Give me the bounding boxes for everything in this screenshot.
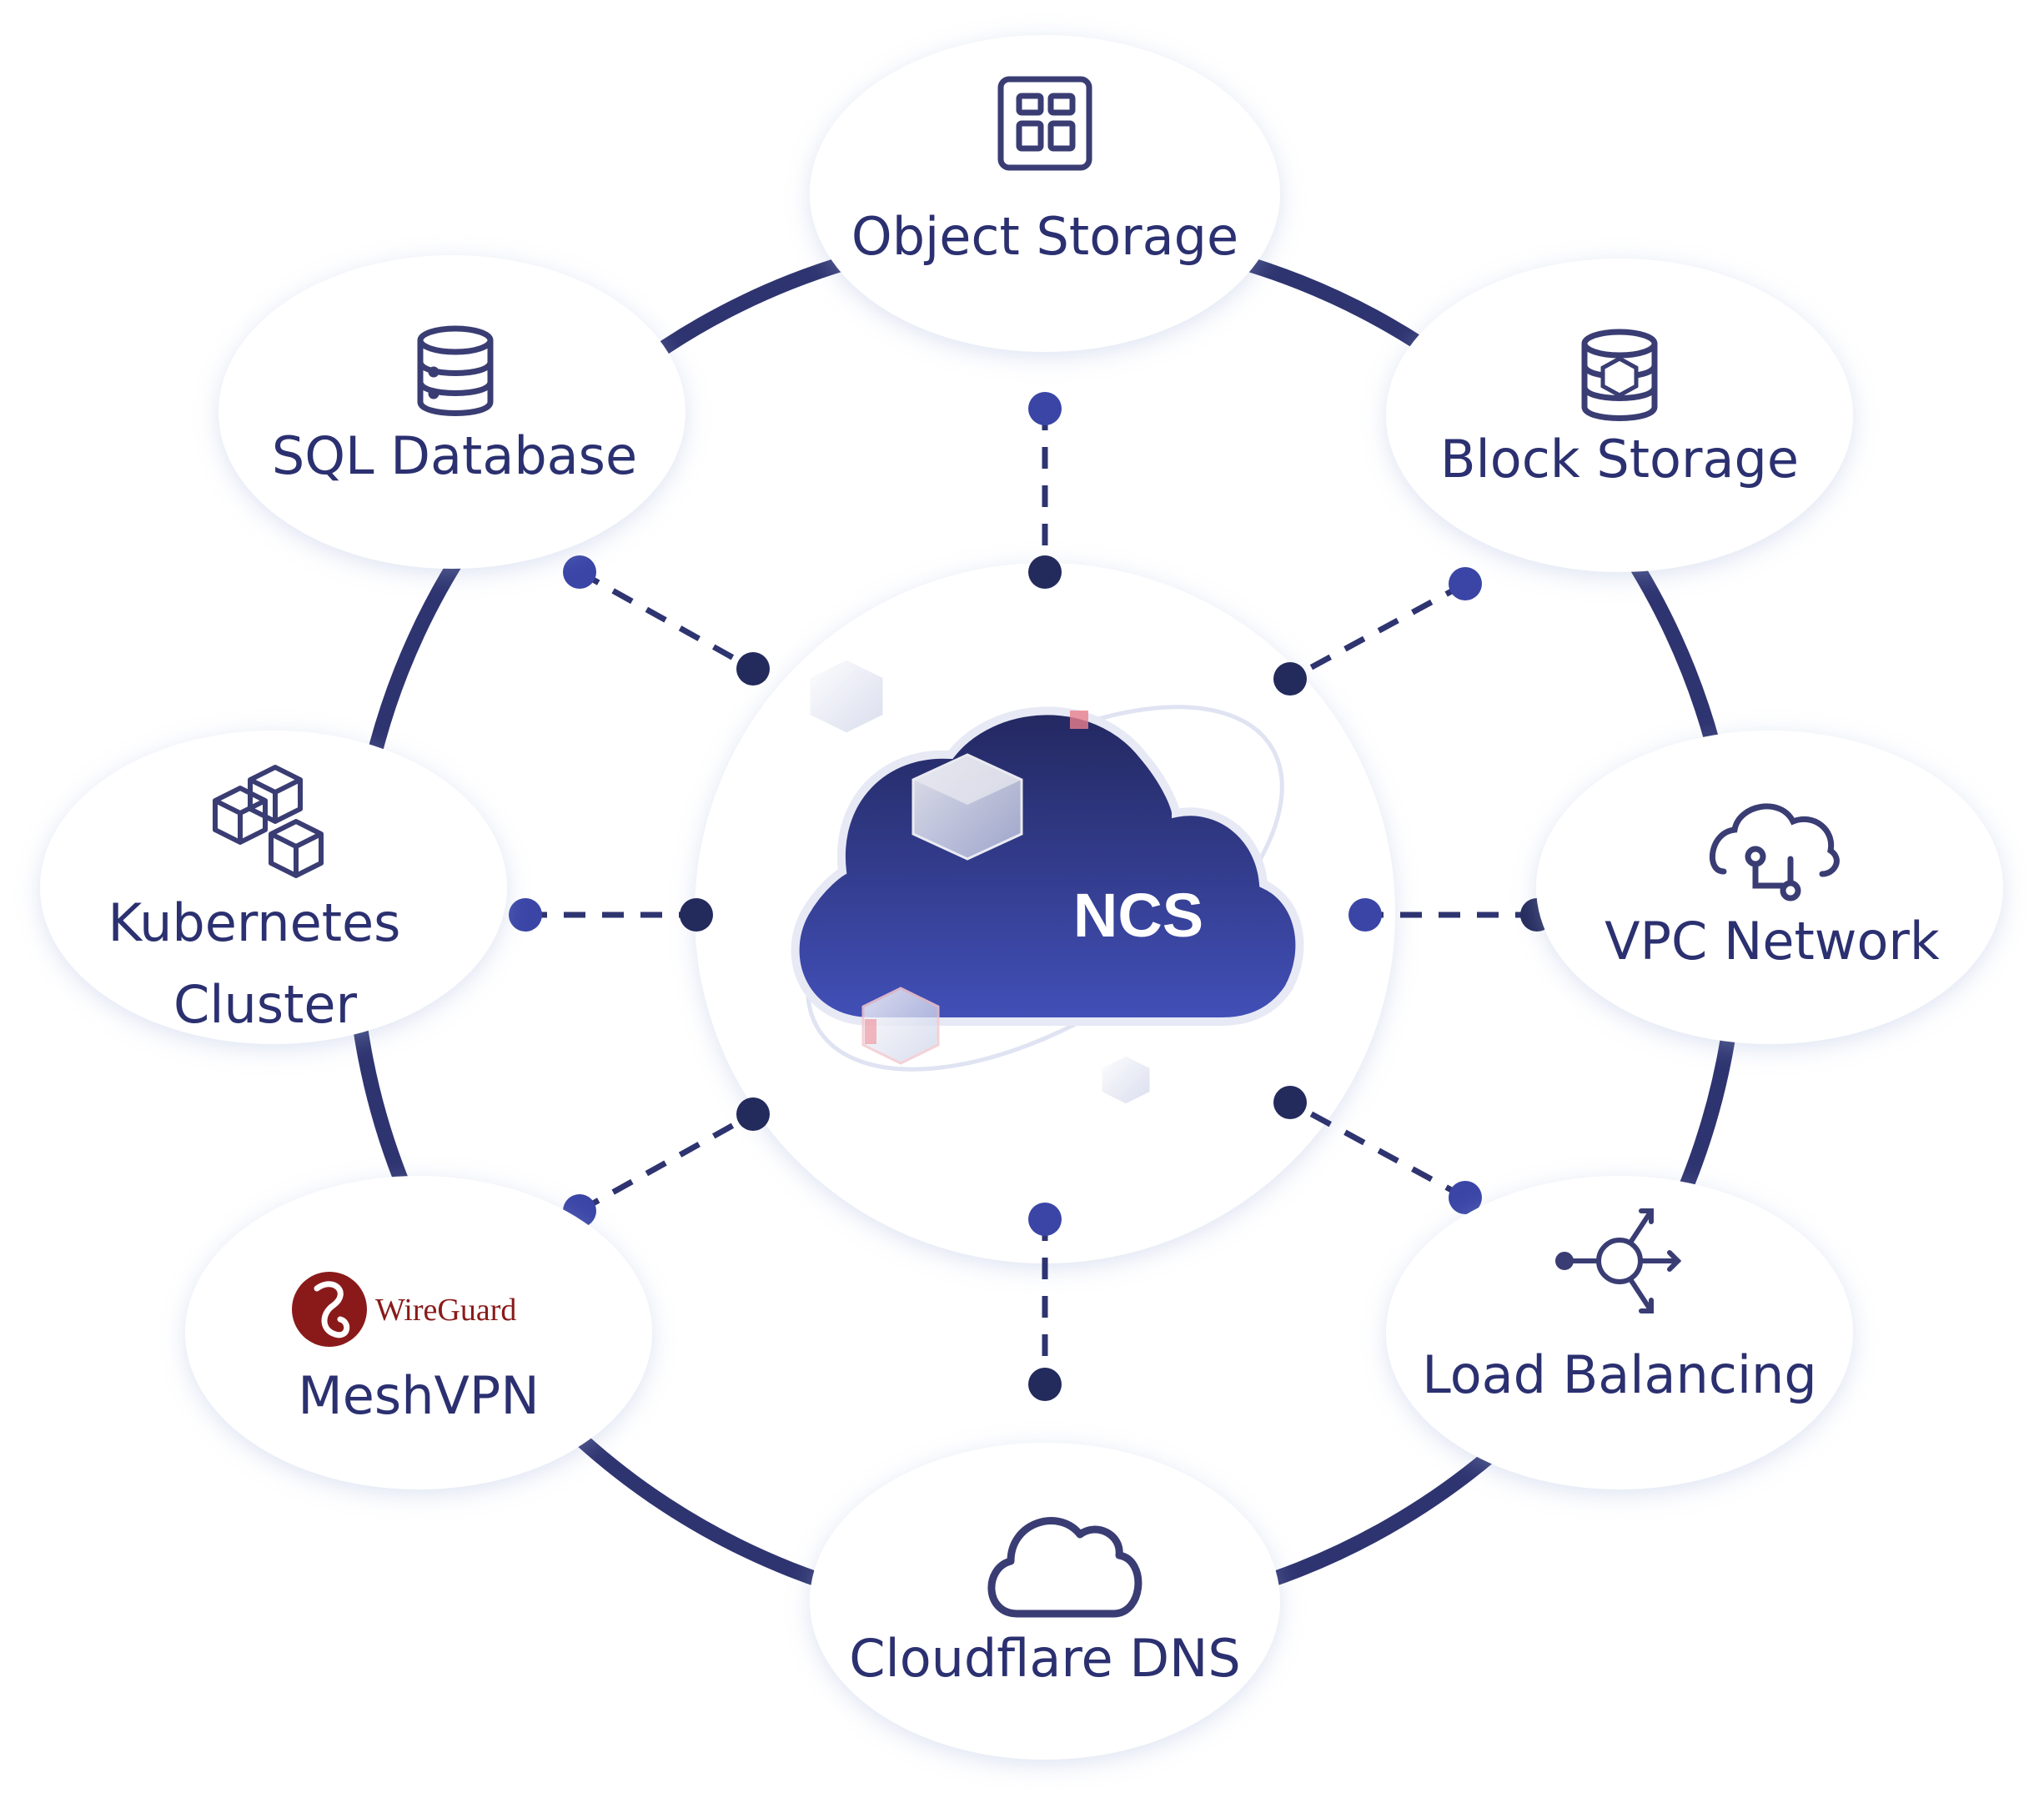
label-kubernetes-line1: Kubernetes bbox=[108, 892, 401, 953]
label-kubernetes-line2: Cluster bbox=[173, 974, 358, 1035]
cloud-icon bbox=[987, 1517, 1143, 1618]
node-meshvpn bbox=[185, 1176, 652, 1489]
dot bbox=[1273, 1086, 1307, 1119]
cubes-icon bbox=[213, 765, 324, 878]
dot bbox=[680, 898, 713, 932]
dot bbox=[563, 555, 596, 589]
node-cloudflare-dns bbox=[810, 1443, 1280, 1760]
glass-cube bbox=[861, 987, 940, 1065]
node-kubernetes bbox=[40, 731, 507, 1044]
node-object-storage bbox=[810, 35, 1280, 352]
label-cloudflare-dns: Cloudflare DNS bbox=[849, 1628, 1241, 1689]
dot bbox=[736, 652, 770, 686]
ncs-cloud: NCS bbox=[791, 657, 1304, 1107]
block-storage-icon bbox=[1581, 329, 1658, 421]
glass-cube bbox=[807, 657, 886, 736]
accent-square bbox=[1070, 711, 1088, 729]
vpc-network-icon bbox=[1709, 803, 1840, 901]
glass-cube bbox=[912, 753, 1023, 861]
dot bbox=[509, 898, 542, 932]
label-object-storage: Object Storage bbox=[851, 206, 1238, 267]
wireguard-logo: WireGuard bbox=[292, 1272, 516, 1347]
label-load-balancing: Load Balancing bbox=[1422, 1344, 1816, 1405]
load-balancer-icon bbox=[1555, 1208, 1682, 1313]
dot bbox=[1449, 567, 1482, 600]
connectors bbox=[525, 409, 1537, 1384]
service-nodes bbox=[40, 35, 2003, 1760]
dot bbox=[1028, 555, 1062, 589]
node-load-balancing bbox=[1386, 1176, 1853, 1489]
label-meshvpn: MeshVPN bbox=[298, 1365, 539, 1426]
dot bbox=[1028, 1203, 1062, 1236]
dot bbox=[1449, 1181, 1482, 1214]
connector-load-balancing bbox=[1288, 1099, 1467, 1201]
object-storage-icon bbox=[997, 76, 1092, 171]
label-vpc-network: VPC Network bbox=[1605, 911, 1940, 972]
dot bbox=[1348, 898, 1382, 932]
label-block-storage: Block Storage bbox=[1440, 429, 1799, 490]
dot bbox=[1273, 662, 1307, 696]
database-icon bbox=[417, 325, 494, 416]
connector-meshvpn bbox=[578, 1111, 755, 1214]
dot bbox=[1028, 1368, 1062, 1401]
dot bbox=[736, 1097, 770, 1131]
dot bbox=[1028, 392, 1062, 425]
connector-block-storage bbox=[1288, 580, 1467, 682]
wireguard-wordmark: WireGuard bbox=[375, 1293, 516, 1328]
ncs-label: NCS bbox=[1073, 881, 1203, 950]
label-sql-database: SQL Database bbox=[272, 425, 637, 486]
connector-sql bbox=[578, 569, 755, 672]
glass-cube bbox=[1099, 1053, 1153, 1107]
